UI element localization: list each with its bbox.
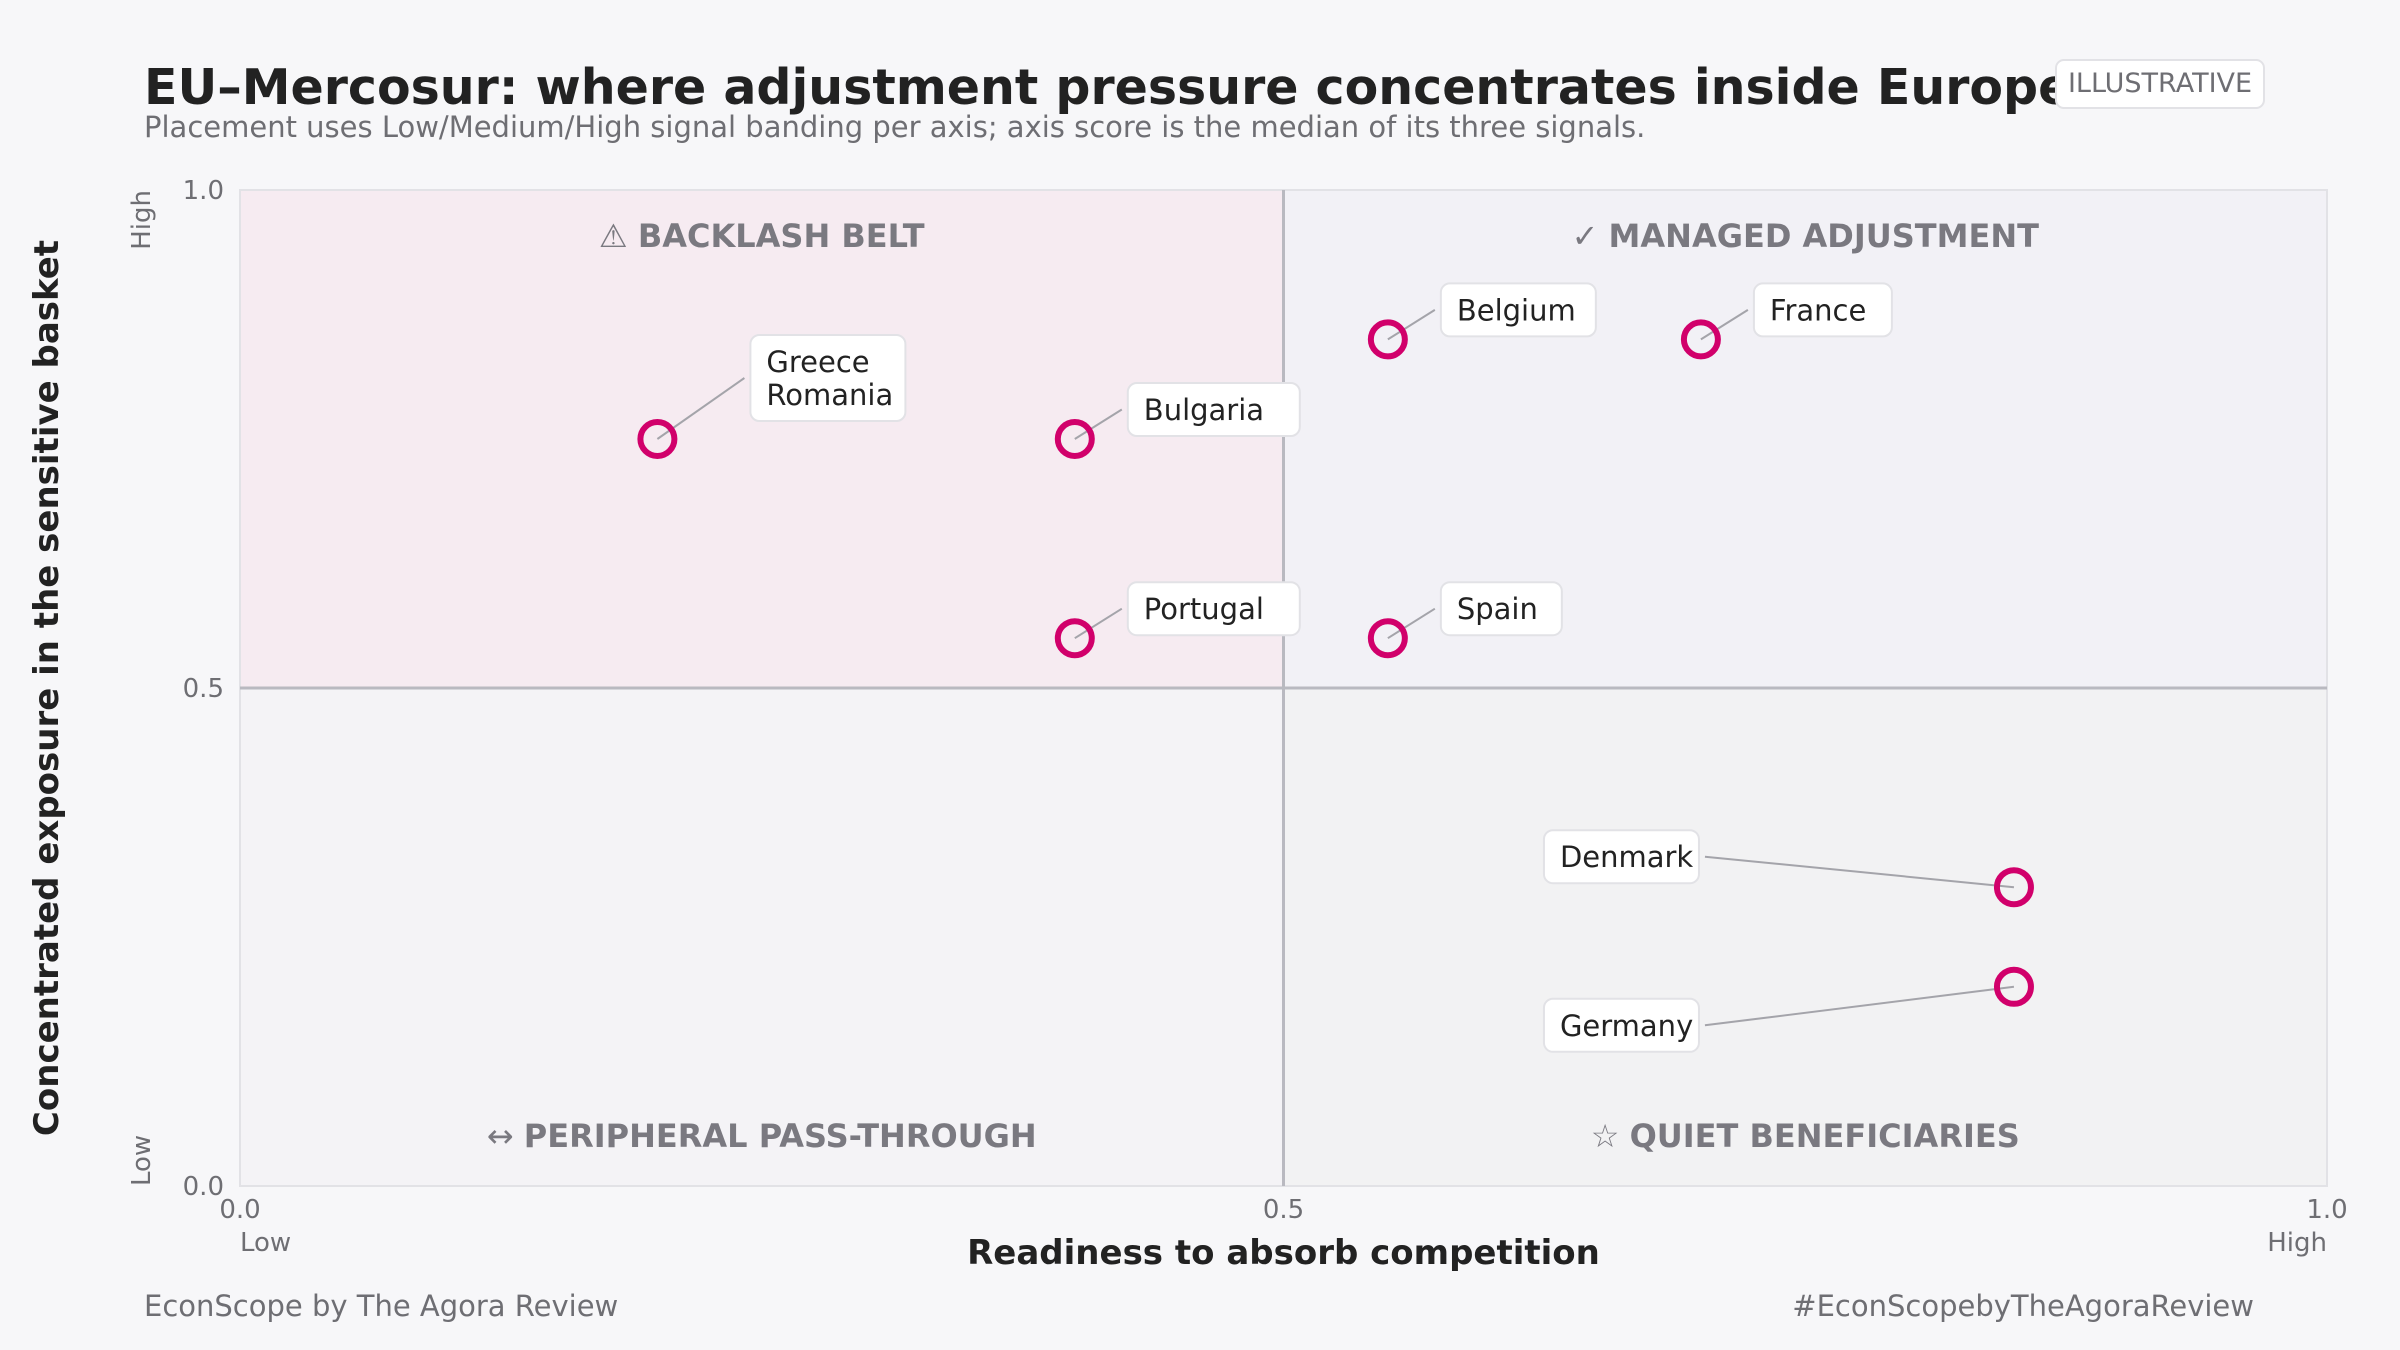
quadrant-backlash-belt xyxy=(240,190,1284,688)
point-label-box xyxy=(1126,581,1301,637)
badge-box xyxy=(2055,59,2265,109)
point-label: Spain xyxy=(1457,592,1538,626)
quadrant-icon: ⚠ xyxy=(599,217,638,255)
quadrant-label-text: PERIPHERAL PASS-THROUGH xyxy=(524,1117,1037,1155)
quadrant-quiet-beneficiaries xyxy=(1283,688,2327,1186)
quadrant-peripheral-pass-through xyxy=(240,688,1284,1186)
point-label: Portugal xyxy=(1144,592,1264,626)
quadrant-icon: ↔ xyxy=(487,1117,524,1155)
point-label: Greece xyxy=(766,345,869,379)
point-label: Bulgaria xyxy=(1144,393,1264,427)
data-point xyxy=(1367,319,1408,360)
chart-title: EU–Mercosur: where adjustment pressure c… xyxy=(144,59,2071,116)
data-point xyxy=(637,419,678,459)
quadrant-icon: ✓ xyxy=(1572,217,1609,255)
quadrant-label: ✓ MANAGED ADJUSTMENT xyxy=(1572,217,2040,255)
x-tick-label: 0.5 xyxy=(1263,1195,1304,1225)
y-high-label: High xyxy=(127,190,157,250)
leader-line xyxy=(1704,985,2015,1027)
footer-right: #EconScopebyTheAgoraReview xyxy=(1792,1289,2254,1323)
point-label-box xyxy=(749,334,907,422)
leader-line xyxy=(1387,607,1436,640)
point-label: Denmark xyxy=(1560,840,1693,874)
point-label-box xyxy=(1752,282,1893,338)
y-tick-label: 1.0 xyxy=(183,176,224,206)
data-point xyxy=(1993,966,2034,1007)
point-label: France xyxy=(1770,293,1866,327)
leader-line xyxy=(1074,607,1123,640)
chart-subtitle: Placement uses Low/Medium/High signal ba… xyxy=(144,110,1645,144)
point-label: Germany xyxy=(1560,1009,1693,1043)
data-point xyxy=(1054,419,1095,459)
x-tick-label: 1.0 xyxy=(2306,1195,2347,1225)
illustrative-badge: ILLUSTRATIVE xyxy=(2068,68,2252,99)
x-low-label: Low xyxy=(240,1228,291,1258)
data-point xyxy=(1680,319,1721,360)
leader-line xyxy=(1074,408,1123,440)
x-high-label: High xyxy=(2267,1228,2327,1258)
y-axis-label: Concentrated exposure in the sensitive b… xyxy=(27,240,67,1136)
x-tick-label: 0.0 xyxy=(219,1195,260,1225)
x-axis-label: Readiness to absorb competition xyxy=(967,1233,1600,1273)
data-point xyxy=(1054,618,1095,659)
y-low-label: Low xyxy=(127,1135,157,1186)
point-label: Belgium xyxy=(1457,293,1576,327)
leader-line xyxy=(1387,309,1436,341)
quadrant-label: ↔ PERIPHERAL PASS-THROUGH xyxy=(487,1117,1037,1155)
leader-line xyxy=(1704,855,2015,889)
point-label-box xyxy=(1439,282,1597,338)
quadrant-label-text: QUIET BENEFICIARIES xyxy=(1630,1117,2020,1155)
footer-left: EconScope by The Agora Review xyxy=(144,1289,618,1323)
data-point xyxy=(1367,618,1408,659)
y-tick-label: 0.0 xyxy=(183,1172,224,1202)
data-point xyxy=(1993,867,2034,908)
leader-line xyxy=(1700,309,1749,341)
point-label-box xyxy=(1542,829,1700,885)
quadrant-label: ☆ QUIET BENEFICIARIES xyxy=(1591,1117,2020,1155)
point-label-box xyxy=(1126,382,1301,437)
point-label-box xyxy=(1439,581,1563,637)
quadrant-label-text: BACKLASH BELT xyxy=(638,217,925,255)
point-label-box xyxy=(1542,997,1700,1053)
quadrant-label: ⚠ BACKLASH BELT xyxy=(599,217,925,255)
quadrant-label-text: MANAGED ADJUSTMENT xyxy=(1609,217,2040,255)
point-label: Romania xyxy=(766,378,893,412)
y-tick-label: 0.5 xyxy=(183,674,224,704)
quadrant-icon: ☆ xyxy=(1591,1117,1630,1155)
